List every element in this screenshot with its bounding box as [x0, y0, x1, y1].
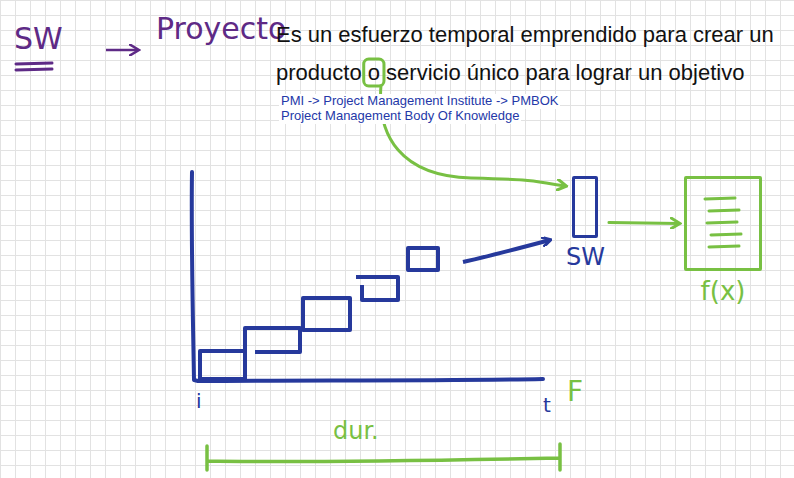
step [356, 277, 398, 300]
purple-arrow [106, 49, 138, 52]
definition-text: Es un esfuerzo temporal emprendido para … [276, 16, 794, 92]
text-line [709, 246, 739, 247]
text-line [711, 234, 741, 235]
trend-arrow [463, 240, 550, 262]
axis-label: F [567, 376, 583, 408]
handwritten-label: SW [14, 22, 63, 57]
duration-label: dur. [333, 418, 379, 446]
node-outline [572, 176, 598, 238]
document-icon: f(x) [684, 176, 762, 306]
connector-arrow [609, 223, 679, 224]
axis [192, 172, 543, 381]
underline [16, 63, 52, 70]
note-text: PMI -> Project Management Institute -> P… [279, 94, 560, 109]
step [245, 328, 300, 352]
text-line [705, 198, 735, 199]
node-label: f(x) [701, 277, 746, 306]
note-text: Project Management Body Of Knowledge [279, 109, 521, 124]
handwritten-title: Proyecto [156, 12, 286, 47]
duration-bracket [207, 444, 560, 470]
node-outline [684, 176, 762, 271]
document-lines [687, 179, 759, 268]
step [408, 248, 438, 270]
axis-label: i [196, 390, 202, 413]
step [200, 351, 245, 379]
software-box: SW [566, 176, 605, 270]
axis-label: t [543, 394, 551, 417]
staircase-steps [200, 248, 438, 379]
text-line [709, 210, 739, 211]
text-line [707, 222, 737, 223]
step [303, 298, 350, 330]
node-label: SW [566, 244, 605, 270]
